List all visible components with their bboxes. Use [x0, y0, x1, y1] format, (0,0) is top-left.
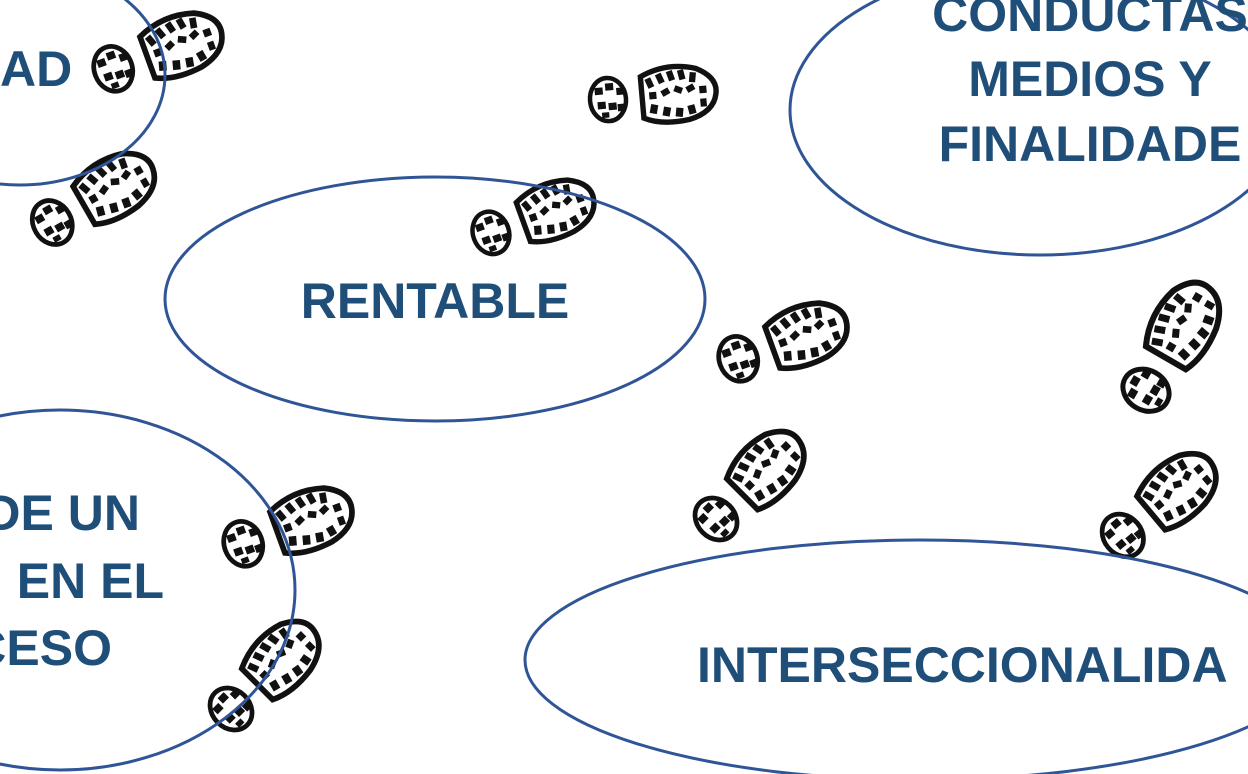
bubble-line: INTERSECCIONALIDA [697, 634, 1228, 697]
bubble-line: EN EL [0, 548, 164, 616]
boot-footprint-icon [1090, 440, 1230, 570]
boot-footprint-icon [1110, 271, 1233, 423]
bubble-line: MEDIOS Y [890, 47, 1248, 112]
bubble-line: FINALIDADE [890, 112, 1248, 177]
boot-footprint-icon [21, 140, 166, 257]
bubble-center-text: RENTABLE [235, 270, 635, 333]
boot-footprint-icon [588, 63, 719, 129]
bubble-top-right-text: CONDUCTAS MEDIOS Y FINALIDADE [890, 0, 1248, 177]
bubble-line: CESO [0, 615, 112, 683]
boot-footprint-icon [86, 3, 231, 103]
boot-footprint-icon [711, 293, 856, 393]
bubble-top-left-text: AD [0, 38, 72, 101]
boot-footprint-icon [216, 478, 361, 578]
bubble-line: RENTABLE [235, 270, 635, 333]
bubble-line: CONDUCTAS [890, 0, 1248, 47]
boot-footprint-icon [682, 418, 818, 554]
bubble-line: DE UN [0, 480, 140, 548]
bubble-bottom-right-text: INTERSECCIONALIDA [697, 634, 1228, 697]
bubble-bottom-left-text: DE UN EN EL CESO [0, 480, 190, 683]
bubble-line: AD [0, 38, 72, 101]
